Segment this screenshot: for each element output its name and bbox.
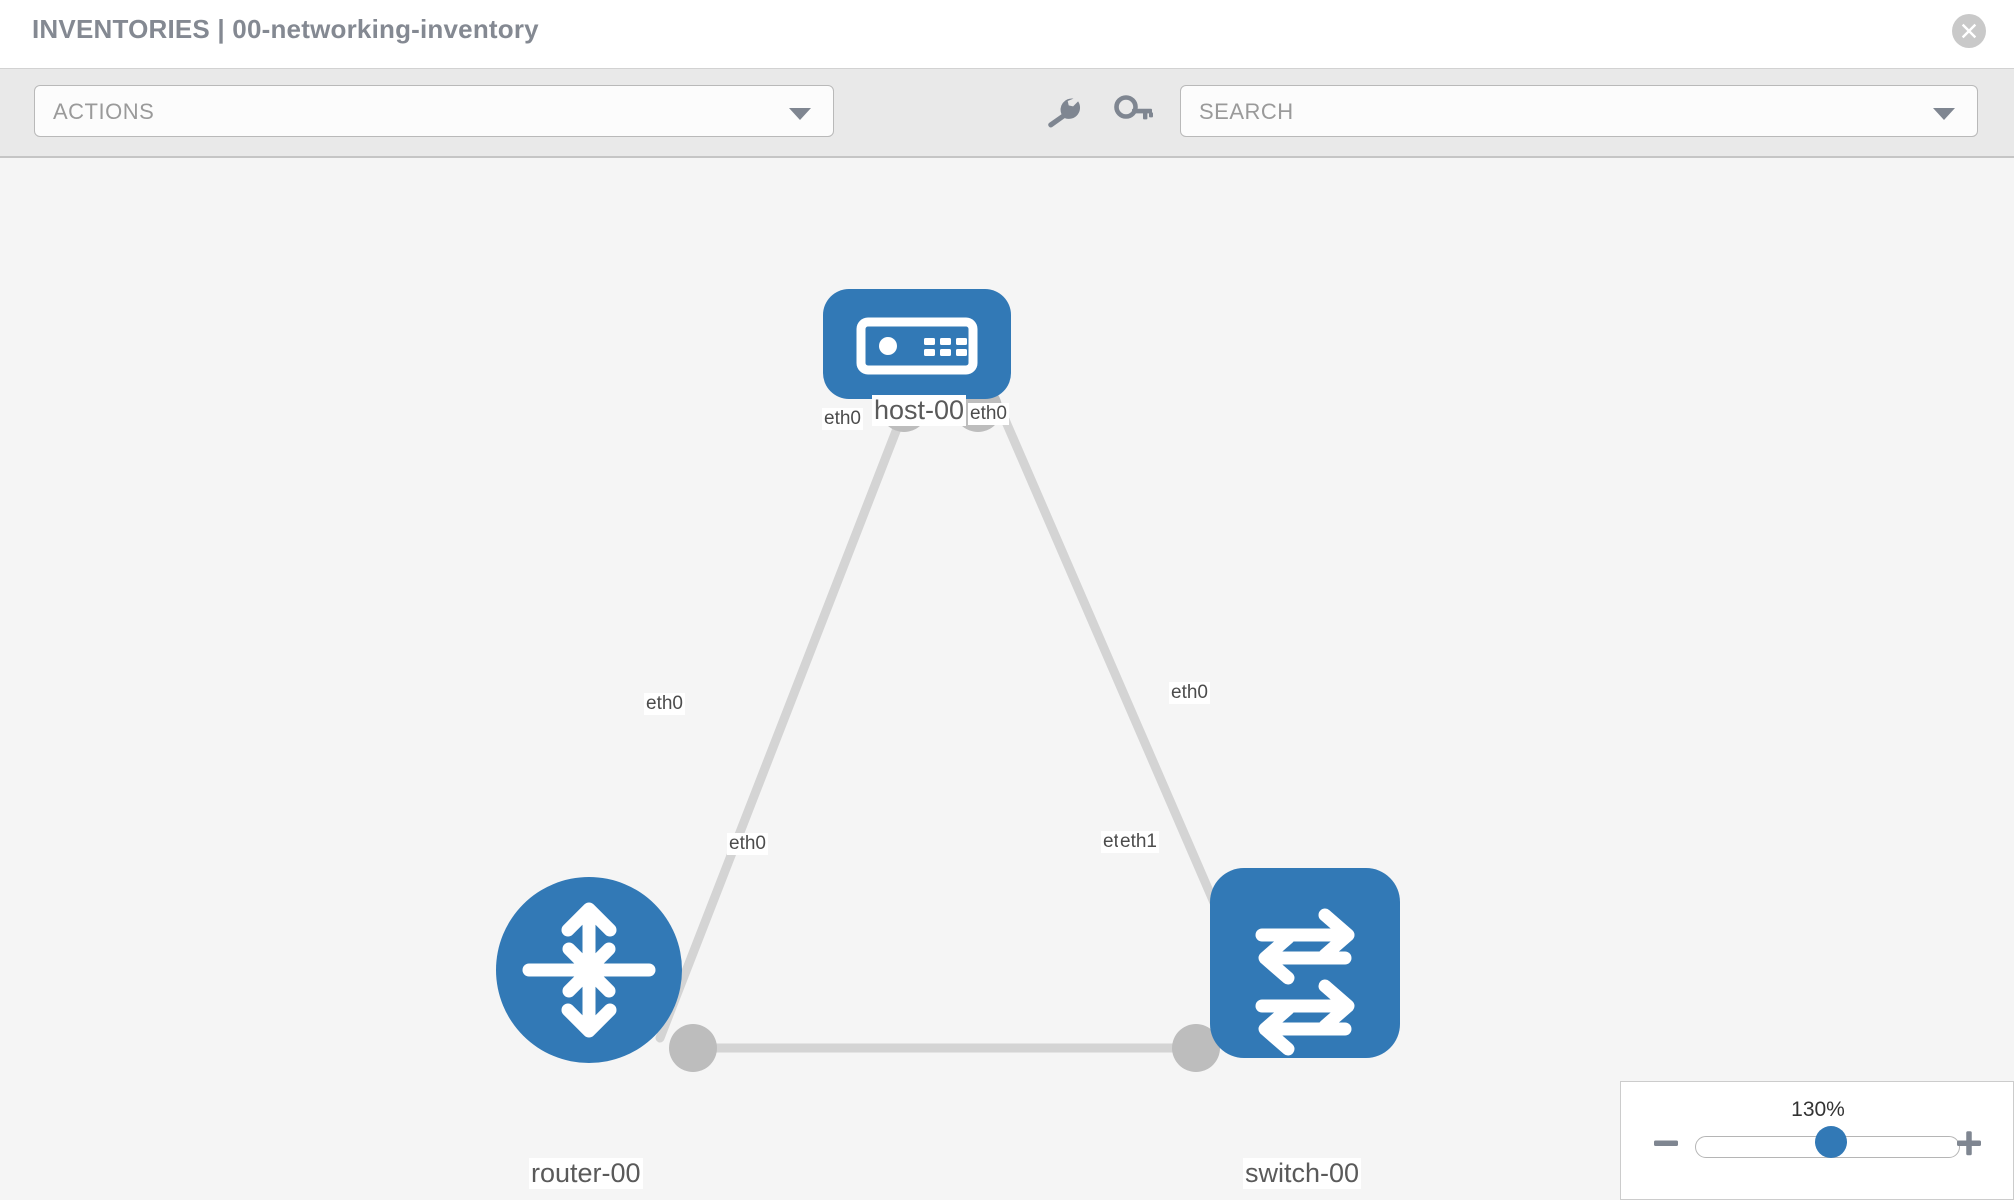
topology-graph: [496, 289, 1400, 1072]
iface-label-host-left[interactable]: eth0: [822, 408, 863, 430]
close-icon[interactable]: [1952, 14, 1986, 48]
endpoint-switch-left: [1172, 1024, 1220, 1072]
actions-dropdown-label: ACTIONS: [53, 99, 155, 124]
topology-links: [655, 403, 1243, 1053]
node-label-host-00[interactable]: host-00: [872, 395, 967, 426]
zoom-slider-thumb[interactable]: [1815, 1126, 1847, 1158]
router-icon: [522, 902, 656, 1038]
endpoint-router-right: [669, 1024, 717, 1072]
wrench-icon[interactable]: [1043, 95, 1085, 129]
node-host-00: [823, 289, 1011, 399]
zoom-control-panel: 130%: [1620, 1081, 2014, 1200]
node-switch-00: [1210, 868, 1400, 1058]
chevron-down-icon[interactable]: [1933, 108, 1955, 120]
iface-label-router-right[interactable]: eth0: [727, 833, 768, 855]
iface-label-switch-up[interactable]: eth0: [1169, 682, 1210, 704]
topology-endpoints: [669, 384, 1260, 1072]
link-host-router: [655, 403, 910, 1043]
iface-label-host-right[interactable]: eth0: [968, 403, 1009, 425]
server-icon: [856, 317, 978, 375]
iface-label-switch-left-b[interactable]: eth1: [1118, 831, 1159, 853]
node-router-00: [496, 877, 682, 1063]
zoom-in-button[interactable]: [1954, 1128, 1984, 1158]
key-icon[interactable]: [1113, 95, 1155, 129]
zoom-out-button[interactable]: [1651, 1128, 1681, 1158]
node-label-router-00[interactable]: router-00: [529, 1158, 643, 1189]
node-label-switch-00[interactable]: switch-00: [1243, 1158, 1362, 1189]
switch-icon: [1255, 908, 1355, 1056]
link-host-switch: [995, 403, 1243, 963]
zoom-percent-label: 130%: [1791, 1098, 1845, 1121]
page-header: INVENTORIES | 00-networking-inventory: [0, 0, 2014, 68]
chevron-down-icon[interactable]: [789, 108, 811, 120]
actions-dropdown[interactable]: ACTIONS: [34, 85, 834, 137]
search-input-placeholder: SEARCH: [1199, 99, 1294, 124]
toolbar: ACTIONS SEARCH: [0, 68, 2014, 158]
page-title: INVENTORIES | 00-networking-inventory: [32, 14, 539, 44]
topology-canvas[interactable]: host-00 router-00 switch-00 eth0 eth0 et…: [0, 158, 2014, 1200]
search-input[interactable]: SEARCH: [1180, 85, 1978, 137]
iface-label-router-up[interactable]: eth0: [644, 693, 685, 715]
